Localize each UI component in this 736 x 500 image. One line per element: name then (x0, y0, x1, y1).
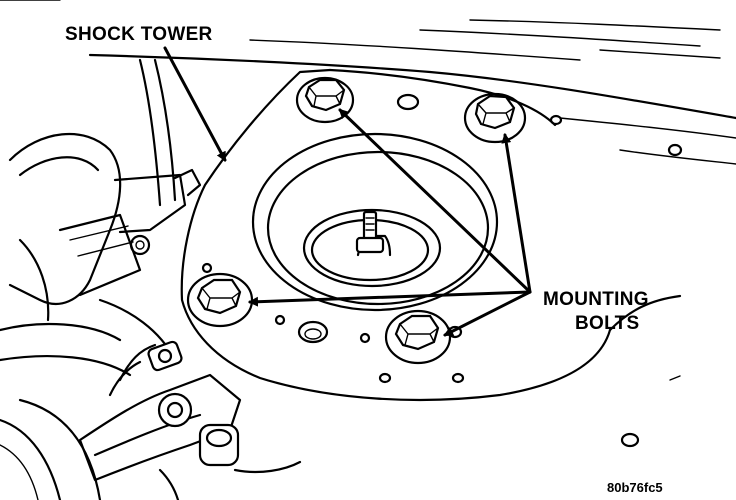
mounting-bolt-bottom (384, 309, 452, 365)
right-details (608, 143, 683, 448)
fender-lines (0, 0, 736, 165)
figure-id: 80b76fc5 (607, 480, 663, 495)
mounting-bolts-label-line2: BOLTS (575, 313, 639, 334)
mounting-bolts-label-line1: MOUNTING (543, 289, 649, 310)
shock-tower-label: SHOCK TOWER (65, 24, 213, 45)
left-components (0, 58, 202, 500)
mounting-bolt-left (186, 272, 254, 328)
shock-tower-arrow (163, 46, 227, 162)
shock-tower (180, 68, 612, 402)
mounting-bolt-arrows (248, 108, 532, 337)
mounting-bolt-top-left (295, 76, 355, 124)
linkage-assembly (78, 340, 302, 500)
mounting-bolt-top-right (463, 92, 527, 144)
